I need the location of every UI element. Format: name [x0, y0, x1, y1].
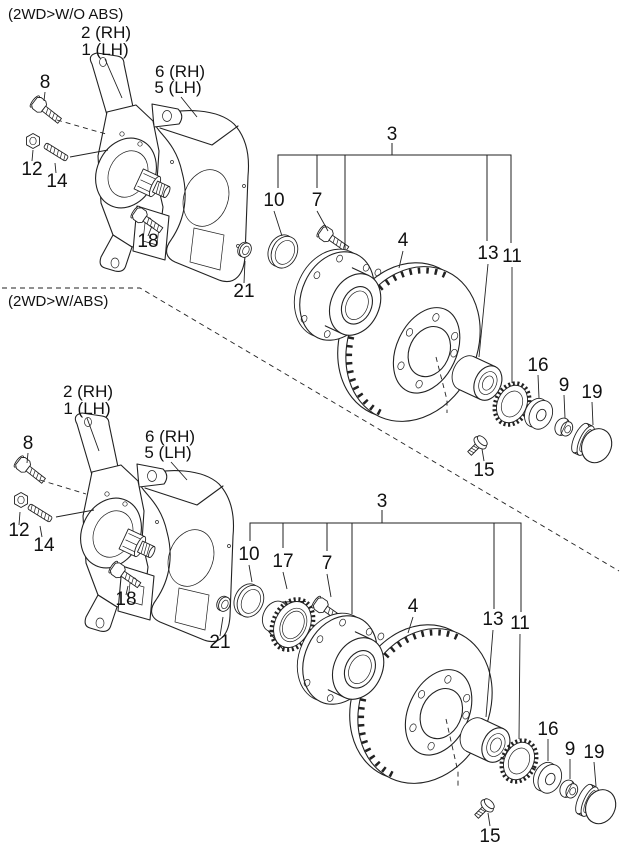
upper-bolt-drawing — [12, 454, 49, 487]
callout-16: 16 — [537, 719, 558, 740]
callout-dust-cover-rh: 6 (RH) — [145, 427, 195, 446]
variant-header: (2WD>W/O ABS) — [8, 6, 123, 23]
set-screw-drawing — [470, 795, 498, 823]
callout-dust-cover-lh: 5 (LH) — [154, 78, 201, 97]
callout-knuckle-rh: 2 (RH) — [63, 382, 113, 401]
callout-3: 3 — [387, 124, 398, 145]
grease-cap-drawing — [566, 419, 618, 469]
callout-19: 19 — [581, 382, 602, 403]
callout-15: 15 — [473, 460, 494, 481]
callout-10: 10 — [263, 190, 284, 211]
callout-8: 8 — [23, 433, 34, 454]
dust-cover-drawing — [153, 110, 250, 283]
oil-seal-drawing — [262, 230, 304, 273]
section-with-abs: (2WD>W/ABS) 2 (RH) 1 (LH) 6 (RH) 5 (LH) … — [8, 293, 621, 847]
grease-cap-drawing — [570, 780, 621, 830]
set-screw-drawing — [463, 432, 491, 460]
callout-21: 21 — [209, 632, 230, 653]
stud-drawing — [26, 503, 54, 523]
callout-11: 11 — [502, 246, 522, 267]
callout-dust-cover-rh: 6 (RH) — [155, 62, 205, 81]
callout-13: 13 — [477, 243, 498, 264]
callout-knuckle-rh: 2 (RH) — [81, 23, 131, 42]
hub-nut-drawing — [551, 415, 577, 440]
callout-13: 13 — [482, 609, 503, 630]
callout-19: 19 — [583, 742, 604, 763]
callout-knuckle-lh: 1 (LH) — [81, 40, 128, 59]
leader-lines — [31, 58, 594, 462]
leader-lines — [18, 417, 597, 827]
callout-14: 14 — [46, 171, 68, 192]
section-divider-line — [2, 287, 620, 572]
callout-16: 16 — [527, 355, 548, 376]
callout-knuckle-lh: 1 (LH) — [63, 399, 110, 418]
hidden-leader-lines — [39, 479, 459, 787]
hub-assembly-bracket — [277, 143, 512, 250]
callout-18: 18 — [115, 589, 136, 610]
callout-11: 11 — [510, 613, 530, 634]
nut-drawing — [26, 133, 40, 149]
callout-15: 15 — [479, 826, 500, 847]
callout-21: 21 — [233, 281, 254, 302]
callout-3: 3 — [377, 491, 388, 512]
stud-drawing — [42, 142, 70, 162]
callout-10: 10 — [238, 544, 259, 565]
callout-12: 12 — [21, 159, 42, 180]
upper-bolt-drawing — [28, 94, 65, 127]
callout-17: 17 — [272, 551, 293, 572]
section-without-abs: (2WD>W/O ABS) 2 (RH) 1 (LH) 6 (RH) 5 (LH… — [8, 6, 618, 481]
callout-18: 18 — [137, 231, 158, 252]
hub-assembly-bracket — [249, 510, 522, 614]
nut-drawing — [14, 492, 28, 508]
callout-7: 7 — [312, 190, 323, 211]
callout-4: 4 — [398, 230, 409, 251]
callout-14: 14 — [33, 535, 55, 556]
callout-dust-cover-lh: 5 (LH) — [144, 443, 191, 462]
callout-4: 4 — [408, 596, 419, 617]
dust-cover-drawing — [138, 470, 235, 643]
callout-12: 12 — [8, 520, 29, 541]
callout-8: 8 — [40, 72, 51, 93]
callout-9: 9 — [565, 739, 576, 760]
callout-7: 7 — [322, 553, 333, 574]
callout-9: 9 — [559, 375, 570, 396]
variant-header: (2WD>W/ABS) — [8, 293, 108, 310]
